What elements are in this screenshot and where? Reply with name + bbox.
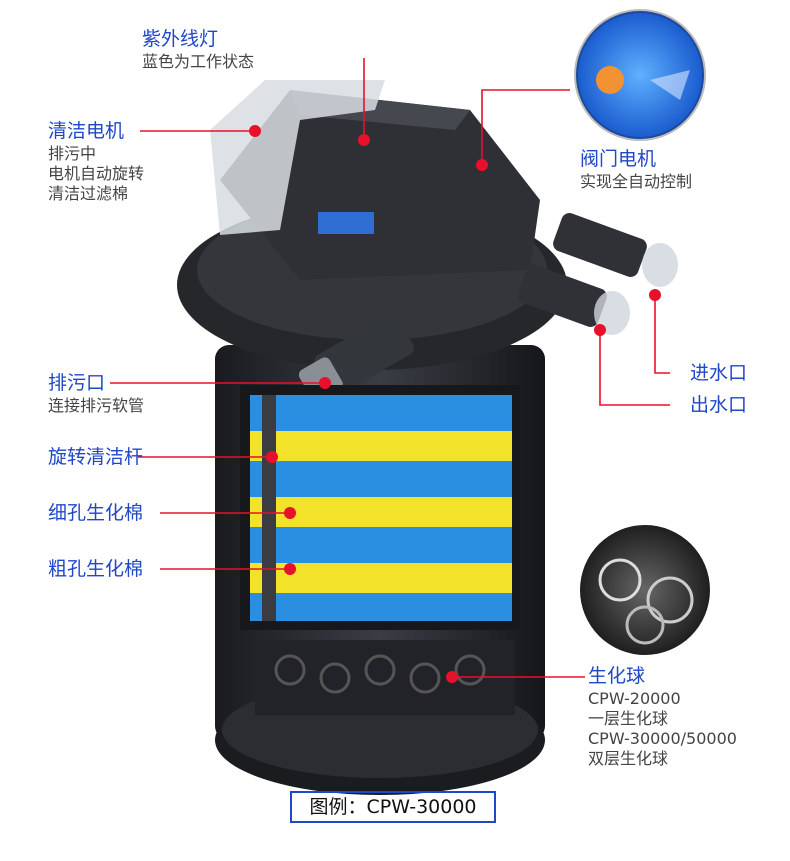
bio-balls-title: 生化球 [588,665,646,687]
bio-balls-desc-1: CPW-20000 [588,688,681,708]
bio-balls-desc-2: 一层生化球 [588,708,669,728]
figure-caption: 图例：CPW-30000 [290,791,496,823]
cleaning-motor-desc-1: 排污中 [48,143,97,163]
rotating-rod-title: 旋转清洁杆 [48,446,144,468]
drain-desc: 连接排污软管 [48,395,145,415]
callout-valve-motor: 阀门电机 实现全自动控制 [580,148,692,192]
bio-balls-desc-4: 双层生化球 [588,748,669,768]
callout-inlet: 进水口 [690,362,747,386]
leader-lines [110,58,670,678]
cleaning-motor-title: 清洁电机 [48,120,125,142]
bio-balls-photo [580,525,710,655]
bio-balls-desc-3: CPW-30000/50000 [588,728,737,748]
valve-motor-title: 阀门电机 [580,148,657,170]
cleaning-motor-desc-3: 清洁过滤棉 [48,183,129,203]
outlet-title: 出水口 [690,394,748,416]
valve-motor-desc: 实现全自动控制 [580,171,693,191]
coarse-sponge-title: 粗孔生化棉 [48,558,144,580]
drain-title: 排污口 [48,372,106,394]
callout-fine-sponge: 细孔生化棉 [48,502,143,526]
uv-lamp-desc: 蓝色为工作状态 [142,51,255,71]
callout-cleaning-motor: 清洁电机 排污中 电机自动旋转 清洁过滤棉 [48,120,144,204]
callout-bio-balls: 生化球 CPW-20000 一层生化球 CPW-30000/50000 双层生化… [588,665,737,769]
uv-lamp-title: 紫外线灯 [142,28,219,50]
fine-sponge-title: 细孔生化棉 [48,502,144,524]
cleaning-motor-desc-2: 电机自动旋转 [48,163,145,183]
point-markers [249,125,661,683]
callout-outlet: 出水口 [690,394,747,418]
callout-uv-lamp: 紫外线灯 蓝色为工作状态 [142,28,254,72]
valve-detail-photo [574,9,706,141]
callout-rotating-rod: 旋转清洁杆 [48,446,143,470]
callout-drain: 排污口 连接排污软管 [48,372,144,416]
callout-coarse-sponge: 粗孔生化棉 [48,558,143,582]
inlet-title: 进水口 [690,362,748,384]
sponge-cutaway [240,385,520,630]
